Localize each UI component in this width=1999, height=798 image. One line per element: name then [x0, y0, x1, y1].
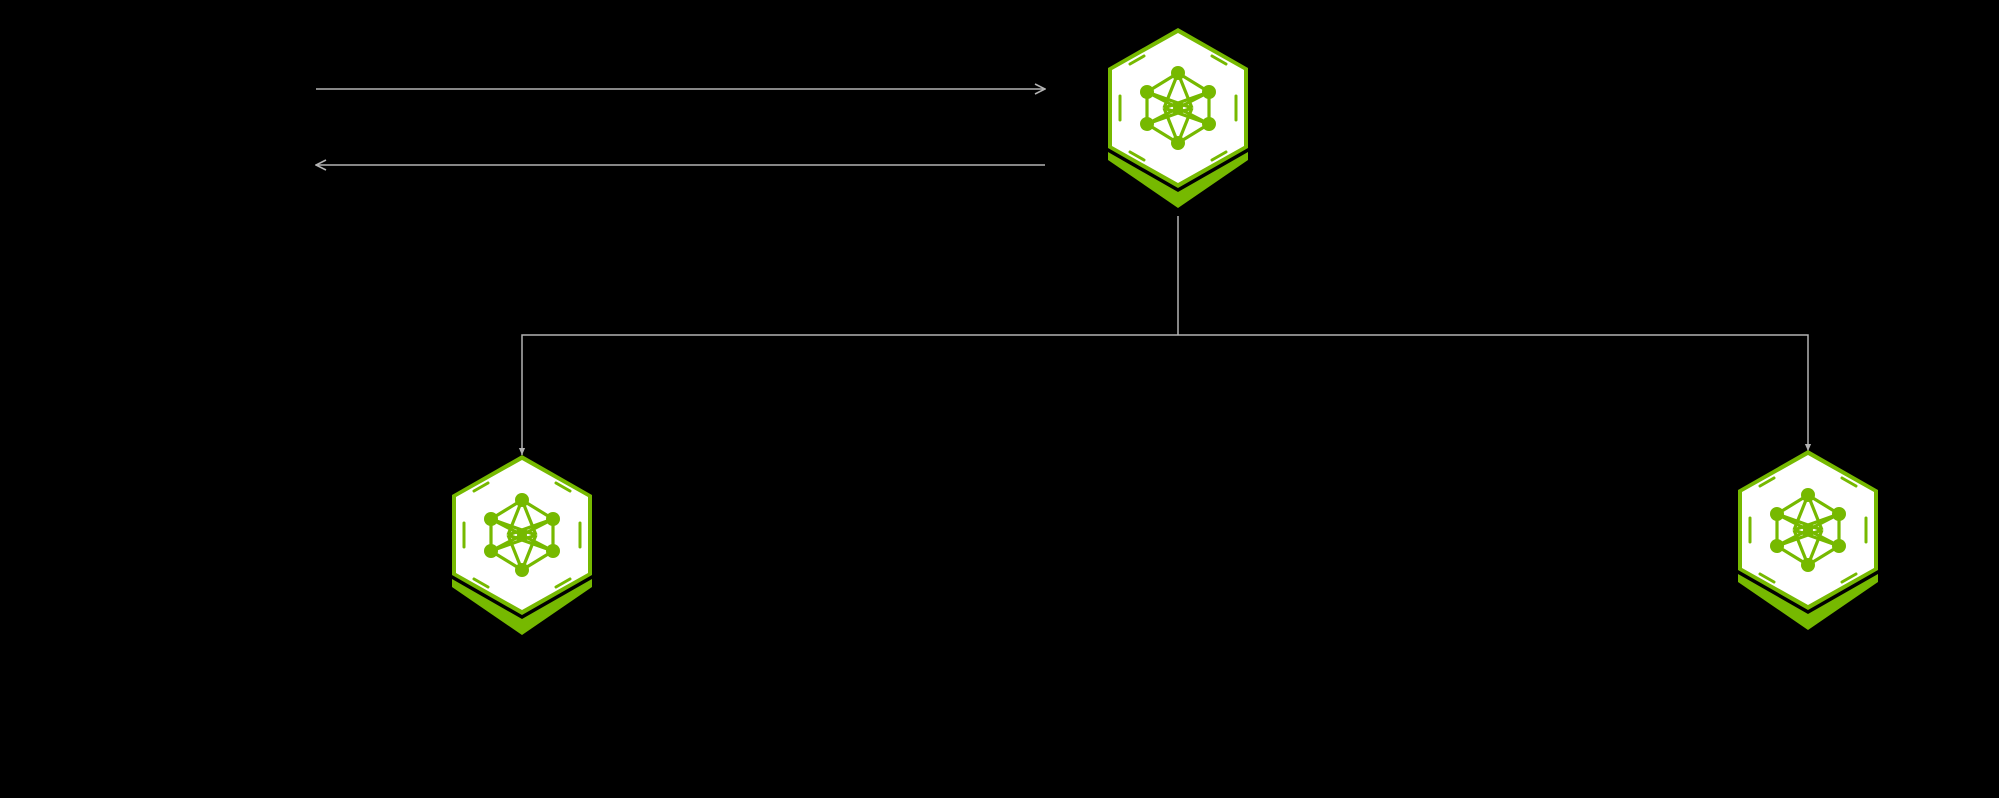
top-ai-node	[1108, 28, 1248, 208]
neural-network-icon	[1108, 28, 1248, 208]
left-ai-node	[452, 455, 592, 635]
neural-network-icon	[452, 455, 592, 635]
connector-to-right-node	[1178, 334, 1812, 451]
connector-to-left-node	[518, 334, 1178, 455]
connectors	[316, 89, 1812, 455]
neural-network-icon	[1738, 450, 1878, 630]
right-ai-node	[1738, 450, 1878, 630]
